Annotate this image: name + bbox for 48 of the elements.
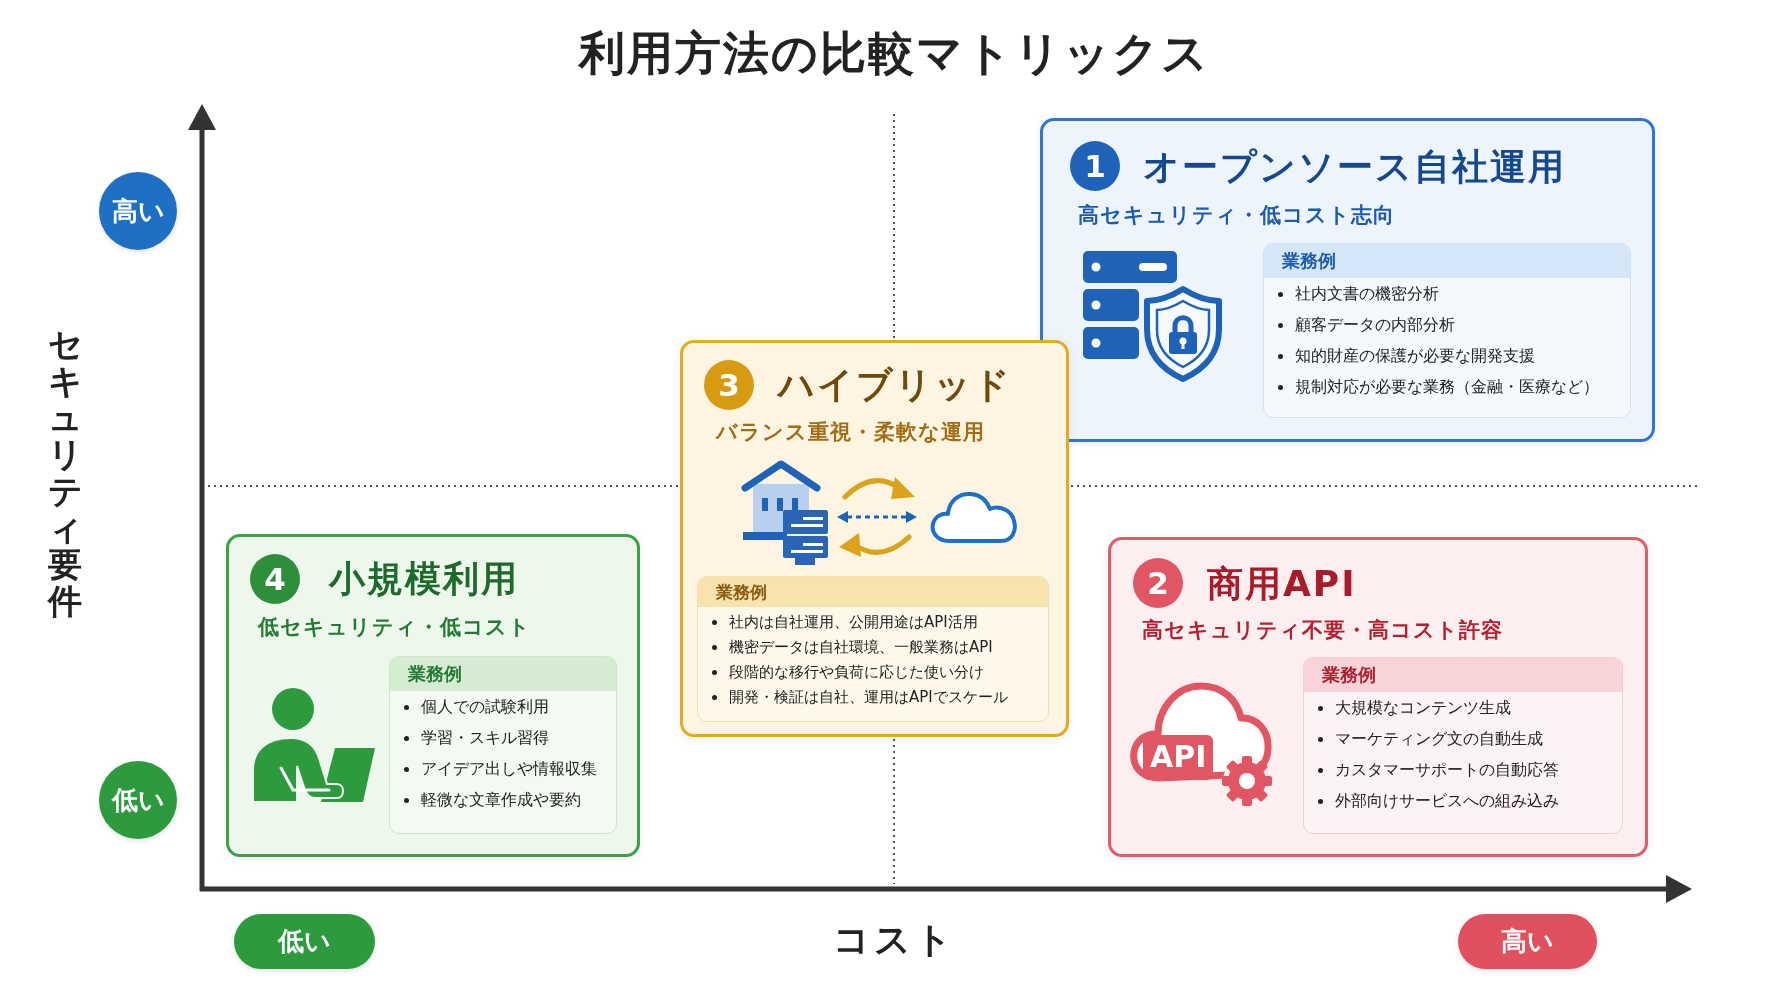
- card-subtitle: 高セキュリティ・低コスト志向: [1078, 202, 1395, 227]
- card-subtitle: 高セキュリティ不要・高コスト許容: [1142, 617, 1503, 642]
- panel-heading: 業務例: [390, 657, 616, 691]
- quadrant-card: [1040, 118, 1655, 442]
- example-item: 社内文書の機密分析: [1295, 284, 1439, 305]
- example-item: マーケティング文の自動生成: [1335, 729, 1543, 750]
- quadrant-card: [680, 340, 1069, 737]
- example-item: 学習・スキル習得: [421, 728, 549, 749]
- panel-heading: 業務例: [1304, 658, 1622, 692]
- example-panel: [1263, 243, 1631, 418]
- level-badge: 高い: [99, 172, 177, 250]
- card-subtitle: バランス重視・柔軟な運用: [716, 419, 985, 444]
- example-item: 開発・検証は自社、運用はAPIでスケール: [729, 688, 1008, 708]
- level-pill: 低い: [234, 914, 375, 969]
- axis-title: コスト: [832, 920, 956, 960]
- example-item: 軽微な文章作成や要約: [421, 789, 581, 811]
- number-badge: 1: [1070, 141, 1120, 191]
- card-title: オープンソース自社運用: [1143, 146, 1566, 188]
- quadrant-card: [1108, 537, 1648, 857]
- example-item: 社内は自社運用、公開用途はAPI活用: [729, 613, 978, 633]
- card-title: ハイブリッド: [778, 364, 1012, 406]
- example-item: アイデア出しや情報収集: [421, 758, 597, 780]
- example-item: 段階的な移行や負荷に応じた使い分け: [729, 663, 984, 683]
- example-panel: [697, 576, 1049, 722]
- card-title: 小規模利用: [329, 558, 519, 600]
- panel-heading: 業務例: [698, 577, 1048, 607]
- example-item: 個人での試験利用: [421, 697, 549, 718]
- example-item: カスタマーサポートの自動応答: [1335, 759, 1559, 781]
- panel-heading: 業務例: [1264, 244, 1630, 278]
- diagram-title: 利用方法の比較マトリックス: [578, 28, 1210, 79]
- level-pill: 高い: [1458, 914, 1597, 969]
- example-item: 規制対応が必要な業務（金融・医療など）: [1295, 376, 1599, 398]
- example-item: 大規模なコンテンツ生成: [1335, 698, 1511, 719]
- example-item: 外部向けサービスへの組み込み: [1335, 790, 1559, 812]
- example-item: 知的財産の保護が必要な開発支援: [1295, 345, 1535, 367]
- example-panel: [1303, 657, 1623, 834]
- number-badge: 4: [250, 554, 300, 604]
- card-subtitle: 低セキュリティ・低コスト: [258, 614, 531, 639]
- number-badge: 3: [704, 360, 754, 410]
- card-title: 商用API: [1207, 563, 1357, 605]
- example-panel: [389, 656, 617, 834]
- example-item: 機密データは自社環境、一般業務はAPI: [729, 638, 993, 658]
- api-tag: API: [1143, 735, 1214, 780]
- example-item: 顧客データの内部分析: [1295, 315, 1455, 336]
- level-badge: 低い: [99, 761, 177, 839]
- axis-title: セキュリティ要件: [47, 326, 83, 620]
- number-badge: 2: [1133, 558, 1183, 608]
- quadrant-card: [226, 534, 640, 857]
